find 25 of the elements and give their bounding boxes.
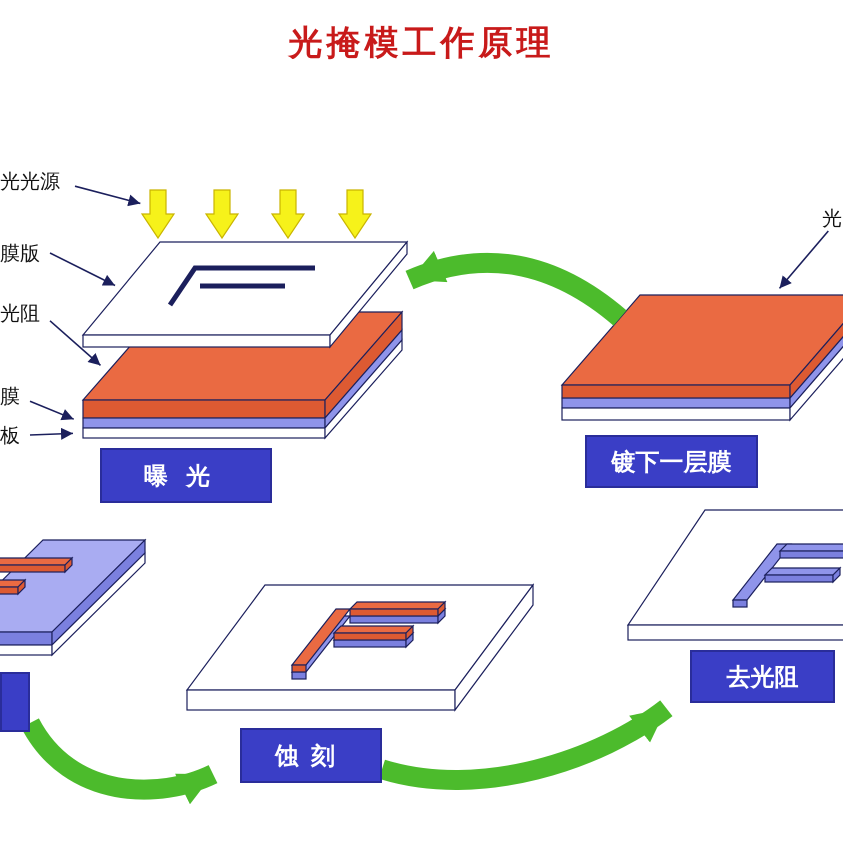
process-arrow (380, 700, 672, 790)
step-label: 镀下一层膜 (585, 435, 758, 488)
leader-line (30, 400, 74, 420)
leader-line (50, 252, 116, 286)
step-label: 蚀刻 (240, 728, 382, 783)
callout-label: 板 (0, 422, 20, 448)
process-arrow (22, 718, 217, 804)
callout-label: 膜 (0, 383, 20, 409)
leader-line (74, 185, 141, 206)
photomask-plate (82, 240, 408, 349)
leader-line (30, 428, 74, 440)
light-arrow-icon (140, 189, 176, 240)
callout-label: 膜版 (0, 240, 40, 266)
callout-label: 光 (822, 205, 842, 231)
callout-label: 光光源 (0, 168, 60, 194)
substrate-layer (82, 338, 403, 440)
diagram-title: 光掩模工作原理 (288, 22, 554, 65)
step-label: 去光阻 (690, 650, 835, 703)
callout-label: 光阻 (0, 300, 40, 326)
photoresist-layer (560, 293, 843, 400)
leader-line (49, 320, 102, 366)
step-label: 曝光 (100, 448, 272, 503)
step-label-box (0, 672, 30, 732)
leader-line (778, 230, 829, 289)
process-arrow (406, 252, 626, 326)
